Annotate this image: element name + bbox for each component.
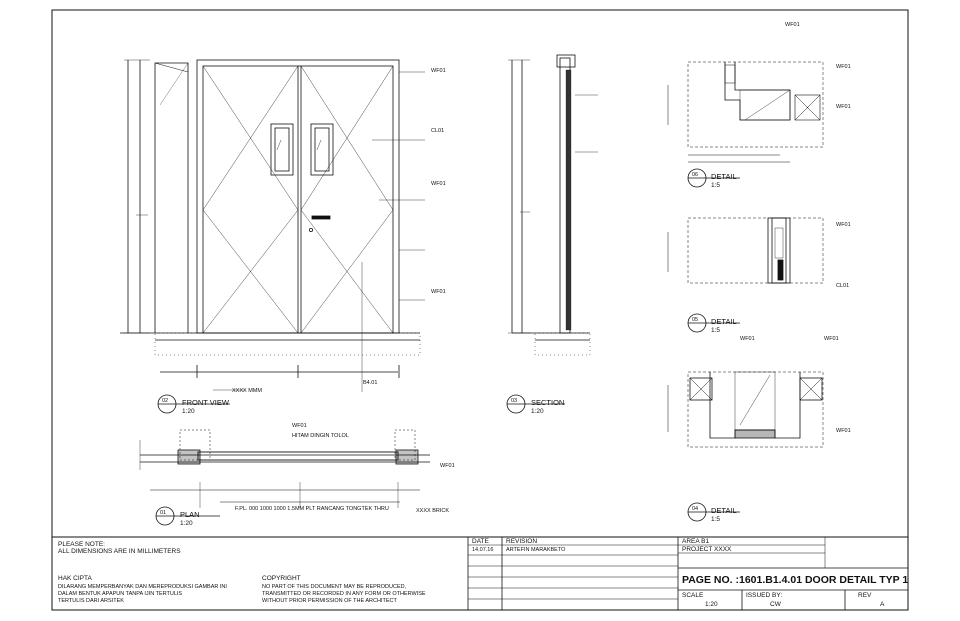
section-drawing — [508, 54, 598, 356]
copyright-text-1: NO PART OF THIS DOCUMENT MAY BE REPRODUC… — [262, 584, 407, 590]
title-block-frame — [52, 536, 908, 610]
company-text-3: TERTULIS DARI ARSITEK — [58, 598, 124, 604]
detail-05-drawing — [667, 217, 824, 284]
tag-wf01-d06-2: WF01 — [836, 64, 851, 70]
tag-wf01-d04-3: WF01 — [836, 428, 851, 434]
tag-wf01-d06-1: WF01 — [785, 22, 800, 28]
tag-wf01-d04-2: WF01 — [824, 336, 839, 342]
section-number: 03 — [511, 398, 518, 404]
section-cut-note: XXXX MMM — [232, 388, 262, 394]
tag-cl01-front: CL01 — [431, 128, 445, 134]
detail-04-scale: 1:5 — [711, 516, 721, 523]
plan-scale: 1:20 — [180, 520, 193, 527]
rev-label: REV — [858, 592, 872, 599]
rev-value: A — [880, 601, 885, 608]
rev-header-date: DATE — [472, 538, 489, 545]
plan-drawing — [139, 429, 430, 508]
project-label: PROJECT XXXX — [682, 546, 732, 553]
detail-06-drawing — [667, 61, 824, 163]
plan-frame-note: F.PL. 000 1000 1000 1.5MM PLT RANCANG TO… — [235, 506, 389, 512]
tag-wf01-plan-1: WF01 — [292, 423, 307, 429]
cut-mark: B4.01 — [363, 380, 378, 386]
wall-note: XXXX BRICK — [416, 508, 450, 514]
sheet-border — [51, 9, 909, 611]
plan-finish-note: HITAM DINGIN TOLOL — [292, 433, 349, 439]
company-text-1: DILARANG MEMPERBANYAK DAN MEREPRODUKSI G… — [58, 584, 227, 590]
issued-label: ISSUED BY: — [746, 592, 783, 599]
detail-05-number: 05 — [692, 317, 699, 323]
detail-04-number: 04 — [692, 506, 699, 512]
detail-05-title: DETAIL — [711, 317, 737, 326]
detail-04-title: DETAIL — [711, 506, 737, 515]
page-number-title: PAGE NO. :1601.B1.4.01 DOOR DETAIL TYP 1 — [682, 574, 909, 586]
copyright-text-3: WITHOUT PRIOR PERMISSION OF THE ARCHITEC… — [262, 598, 397, 604]
rev-row-desc: ARTEFIN MARAKBETO — [506, 547, 566, 553]
front-view-drawing — [120, 59, 425, 392]
front-view-number: 02 — [162, 398, 169, 404]
rev-header-revision: REVISION — [506, 538, 538, 545]
detail-04-drawing — [667, 371, 824, 448]
scale-value: 1:20 — [705, 601, 718, 608]
tag-wf01-front-3: WF01 — [431, 289, 446, 295]
tag-wf01-d06-3: WF01 — [836, 104, 851, 110]
rev-row-date: 14.07.16 — [472, 547, 494, 553]
tag-wf01-plan-2: WF01 — [440, 463, 455, 469]
please-note: PLEASE NOTE: — [58, 541, 105, 548]
tag-wf01-front-2: WF01 — [431, 181, 446, 187]
tag-wf01-d04-1: WF01 — [740, 336, 755, 342]
front-view-title: FRONT VIEW — [182, 398, 229, 407]
detail-06-scale: 1:5 — [711, 182, 721, 189]
company-name: HAK CIPTA — [58, 575, 92, 582]
tag-wf01-front-1: WF01 — [431, 68, 446, 74]
tag-wf01-d05-1: WF01 — [836, 222, 851, 228]
issued-value: CW — [770, 601, 781, 608]
front-view-scale: 1:20 — [182, 408, 195, 415]
view-title-markers — [155, 168, 740, 526]
section-title: SECTION — [531, 398, 565, 407]
detail-06-number: 06 — [692, 172, 699, 178]
copyright-text-2: TRANSMITTED OR RECORDED IN ANY FORM OR O… — [262, 591, 426, 597]
section-scale: 1:20 — [531, 408, 544, 415]
dimensions-note: ALL DIMENSIONS ARE IN MILLIMETERS — [58, 548, 181, 555]
tag-cl01-d05: CL01 — [836, 283, 850, 289]
area-label: AREA B1 — [682, 538, 710, 545]
plan-number: 01 — [160, 510, 167, 516]
copyright-title: COPYRIGHT — [262, 575, 301, 582]
scale-label: SCALE — [682, 592, 704, 599]
detail-06-title: DETAIL — [711, 172, 737, 181]
plan-title: PLAN — [180, 510, 200, 519]
company-text-2: DALAM BENTUK APAPUN TANPA IJIN TERTULIS — [58, 591, 183, 597]
detail-05-scale: 1:5 — [711, 327, 721, 334]
